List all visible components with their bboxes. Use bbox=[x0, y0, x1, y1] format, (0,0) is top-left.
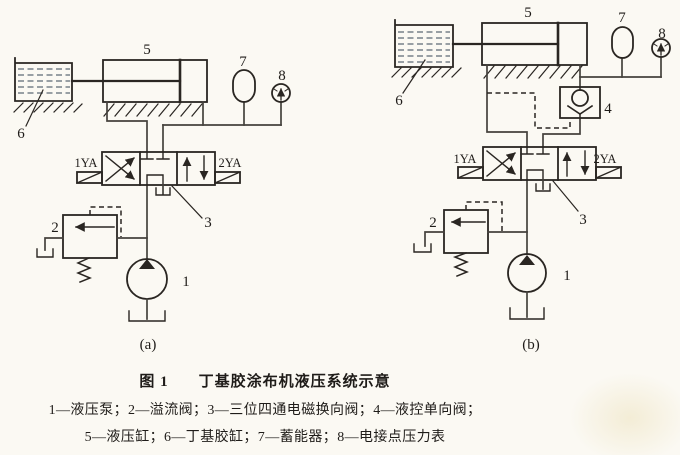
label-valve-a: 3 bbox=[204, 215, 212, 231]
label-pump-a: 1 bbox=[182, 274, 190, 290]
label-accumulator-a: 7 bbox=[239, 54, 247, 70]
scan-stain bbox=[570, 373, 680, 455]
cylinder-icon bbox=[451, 21, 588, 79]
accumulator-icon bbox=[611, 26, 634, 59]
label-cylinder-b: 5 bbox=[524, 5, 532, 21]
label-glue-tank-a: 6 bbox=[17, 126, 25, 142]
label-relief-b: 2 bbox=[429, 215, 437, 231]
pipes bbox=[106, 101, 282, 260]
pressure-gauge-icon bbox=[651, 38, 671, 58]
figure-title: 丁基胶涂布机液压系统示意 bbox=[198, 374, 391, 390]
label-relief-a: 2 bbox=[51, 220, 59, 236]
labels-b: 5 6 7 8 4 1YA 2YA 3 2 1 (b) bbox=[395, 5, 666, 353]
pilot-check-valve-icon bbox=[559, 86, 601, 119]
solenoid-1ya-icon bbox=[76, 171, 103, 184]
label-solenoid-1ya-a: 1YA bbox=[75, 156, 98, 170]
pipes bbox=[486, 56, 662, 255]
glue-tank-icon bbox=[391, 19, 462, 94]
label-cylinder-a: 5 bbox=[143, 42, 151, 58]
label-solenoid-2ya-a: 2YA bbox=[219, 156, 242, 170]
diagram-a: 5 6 7 8 1YA 2YA 3 2 1 (a) bbox=[13, 42, 291, 353]
label-solenoid-2ya-b: 2YA bbox=[594, 152, 617, 166]
diagram-b: 5 6 7 8 4 1YA 2YA 3 2 1 (b) bbox=[391, 5, 671, 353]
accumulator-icon bbox=[232, 69, 256, 103]
figure-legend-line-2: 5—液压缸；6—丁基胶缸；7—蓄能器；8—电接点压力表 bbox=[84, 430, 446, 445]
solenoid-2ya-icon bbox=[214, 171, 241, 184]
pump-icon bbox=[126, 258, 168, 322]
label-glue-tank-b: 6 bbox=[395, 93, 403, 109]
sublabel-b: (b) bbox=[522, 337, 540, 353]
pressure-gauge-icon bbox=[271, 83, 291, 103]
relief-valve-icon bbox=[413, 201, 528, 277]
hydraulic-diagrams-svg: 5 6 7 8 1YA 2YA 3 2 1 (a) bbox=[13, 5, 671, 353]
glue-tank-icon bbox=[13, 57, 83, 127]
figure-caption-title: 图 1 丁基胶涂布机液压系统示意 bbox=[0, 370, 530, 391]
label-check-valve-b: 4 bbox=[604, 101, 612, 117]
label-gauge-a: 8 bbox=[278, 68, 286, 84]
label-solenoid-1ya-b: 1YA bbox=[454, 152, 477, 166]
label-valve-b: 3 bbox=[579, 212, 587, 228]
solenoid-2ya-icon bbox=[595, 166, 622, 179]
figure-legend-line-1: 1—液压泵；2—溢流阀；3—三位四通电磁换向阀；4—液控单向阀； bbox=[48, 403, 482, 418]
directional-valve-icon bbox=[457, 146, 622, 212]
sublabel-a: (a) bbox=[140, 337, 157, 353]
label-accumulator-b: 7 bbox=[618, 10, 626, 26]
label-pump-b: 1 bbox=[563, 268, 571, 284]
solenoid-1ya-icon bbox=[457, 166, 484, 179]
directional-valve-icon bbox=[76, 151, 241, 219]
cylinder-icon bbox=[70, 58, 208, 117]
figure-number: 图 1 bbox=[139, 374, 169, 390]
labels-a: 5 6 7 8 1YA 2YA 3 2 1 (a) bbox=[17, 42, 286, 353]
relief-valve-icon bbox=[36, 206, 148, 283]
pump-icon bbox=[507, 253, 547, 320]
label-gauge-b: 8 bbox=[658, 26, 666, 42]
